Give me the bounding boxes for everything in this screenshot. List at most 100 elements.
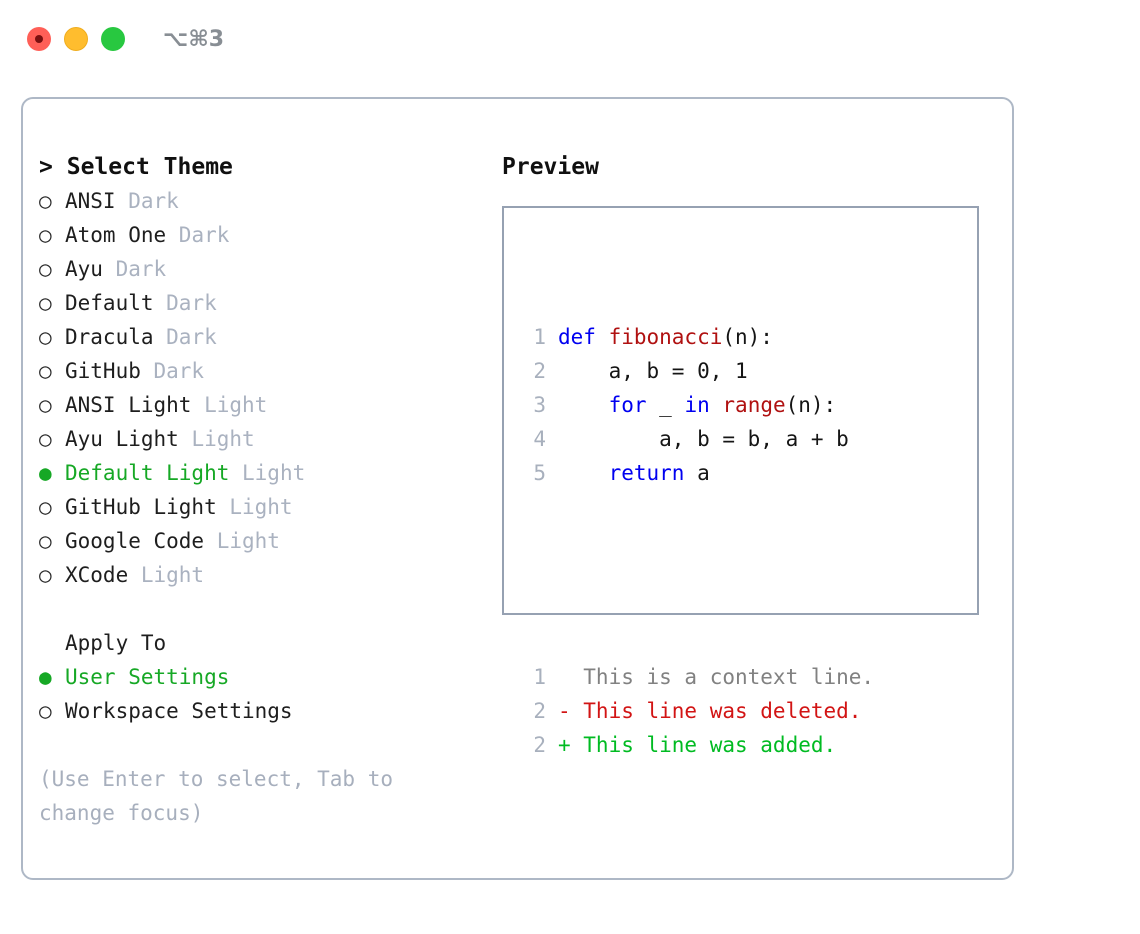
apply-to-option-label: User Settings [65,665,230,689]
code-token-plain [558,456,609,490]
keyboard-shortcut-label: ⌥⌘3 [163,26,225,52]
apply-to-option-workspace-settings[interactable]: ○ Workspace Settings [39,694,494,728]
theme-option-label: Ayu [65,257,103,281]
apply-to-option-user-settings[interactable]: ● User Settings [39,660,494,694]
main-panel: > Select Theme ○ANSI Dark○Atom One Dark○… [21,97,1014,880]
theme-option-github-light[interactable]: ○GitHub Light Light [39,490,494,524]
theme-option-variant: Dark [102,257,167,281]
code-token-plain: (n): [785,393,837,417]
theme-option-label: XCode [65,563,129,587]
apply-to-option-label: Workspace Settings [65,699,293,723]
theme-selector-column: > Select Theme ○ANSI Dark○Atom One Dark○… [39,150,494,830]
radio-unselected-icon: ○ [39,529,52,553]
line-number: 3 [533,393,546,417]
theme-option-ansi-light[interactable]: ○ ANSI Light Light [39,388,494,422]
radio-unselected-icon: ○ [39,325,52,349]
radio-unselected-icon: ○ [39,495,52,519]
theme-option-variant: Light [204,529,280,553]
code-token-kw: return [608,461,685,485]
theme-option-atom-one[interactable]: ○ Atom One Dark [39,218,494,252]
theme-option-label: Dracula [65,325,154,349]
traffic-light-group [27,27,125,51]
theme-option-dracula[interactable]: ○ Dracula Dark [39,320,494,354]
line-number: 1 [533,665,546,689]
diff-line-text: This is a context line. [558,665,875,689]
code-line: 5 return a [518,456,874,490]
theme-option-variant: Dark [153,291,217,315]
zoom-button[interactable] [101,27,125,51]
radio-unselected-icon: ○ [39,291,52,315]
code-line: 4 a, b = b, a + b [518,422,874,456]
page-title: Select Theme [66,154,233,180]
theme-option-ayu-light[interactable]: ○Ayu Light Light [39,422,494,456]
theme-option-google-code[interactable]: ○ Google Code Light [39,524,494,558]
code-token-kw: def [558,325,609,349]
preview-header: Preview [502,154,599,180]
code-token-plain: _ [646,393,685,417]
radio-selected-icon: ● [39,461,52,485]
theme-option-label: GitHub [65,359,141,383]
theme-list: ○ ANSI Dark ○ Atom One Dark ○ Ayu Dark ○ Defaul… [39,184,494,592]
radio-unselected-icon: ○ [39,257,52,281]
theme-option-default[interactable]: ○ Default Dark [39,286,494,320]
code-line: 2 a, b = 0, 1 [518,354,874,388]
theme-option-variant: Light [128,563,205,587]
theme-option-variant: Light [216,495,293,519]
theme-option-variant: Dark [153,325,217,349]
close-icon [35,35,43,43]
theme-option-ayu[interactable]: ○ Ayu Dark [39,252,494,286]
line-number: 5 [533,461,546,485]
theme-option-label: Google Code [65,529,205,553]
theme-option-default-light[interactable]: ●Default Light Light [39,456,494,490]
header-caret: > [39,154,53,180]
line-number: 4 [533,427,546,451]
theme-option-label: ANSI Light [65,393,192,417]
radio-unselected-icon: ○ [39,563,52,587]
line-number: 2 [533,733,546,757]
radio-unselected-icon: ○ [39,393,52,417]
code-token-kw: in [684,393,710,417]
radio-unselected-icon: ○ [39,189,52,213]
theme-option-variant: Dark [166,223,230,247]
theme-option-github[interactable]: ○GitHub Dark [39,354,494,388]
radio-selected-icon: ● [39,665,52,689]
theme-option-ansi[interactable]: ○ ANSI Dark [39,184,494,218]
radio-unselected-icon: ○ [39,427,52,451]
theme-option-variant: Dark [115,189,179,213]
theme-option-label: Atom One [65,223,167,247]
line-number: 2 [533,699,546,723]
radio-unselected-icon: ○ [39,699,52,723]
minimize-button[interactable] [64,27,88,51]
radio-unselected-icon: ○ [39,223,52,247]
code-blank-line [518,558,874,592]
window-titlebar: ⌥⌘3 [0,0,1140,78]
diff-line-text: + This line was added. [558,733,837,757]
diff-lines: 1 This is a context line. 2 - This line wa… [518,660,874,762]
diff-line-text: - This line was deleted. [558,699,862,723]
keyboard-hint: (Use Enter to select, Tab to change focu… [39,767,394,825]
code-token-plain: a, b = 0, 1 [558,359,748,383]
code-token-plain: a, b = b, a + b [558,427,849,451]
theme-option-variant: Light [191,393,268,417]
apply-to-header: Apply To [65,631,167,655]
theme-option-label: Default [65,291,154,315]
code-token-plain [558,388,609,422]
code-token-plain [710,388,723,422]
theme-option-variant: Light [229,461,306,485]
theme-option-label: Ayu Light [65,427,179,451]
select-theme-header: > Select Theme [39,150,494,184]
theme-option-xcode[interactable]: ○ XCode Light [39,558,494,592]
theme-option-label: ANSI [65,189,116,213]
code-line: 3 for _ in range(n): [518,388,874,422]
close-button[interactable] [27,27,51,51]
code-token-kw: for [608,393,647,417]
apply-to-list: ● User Settings ○ Workspace Settings [39,660,494,728]
theme-option-variant: Dark [140,359,205,383]
code-token-fn: fibonacci [608,325,723,349]
